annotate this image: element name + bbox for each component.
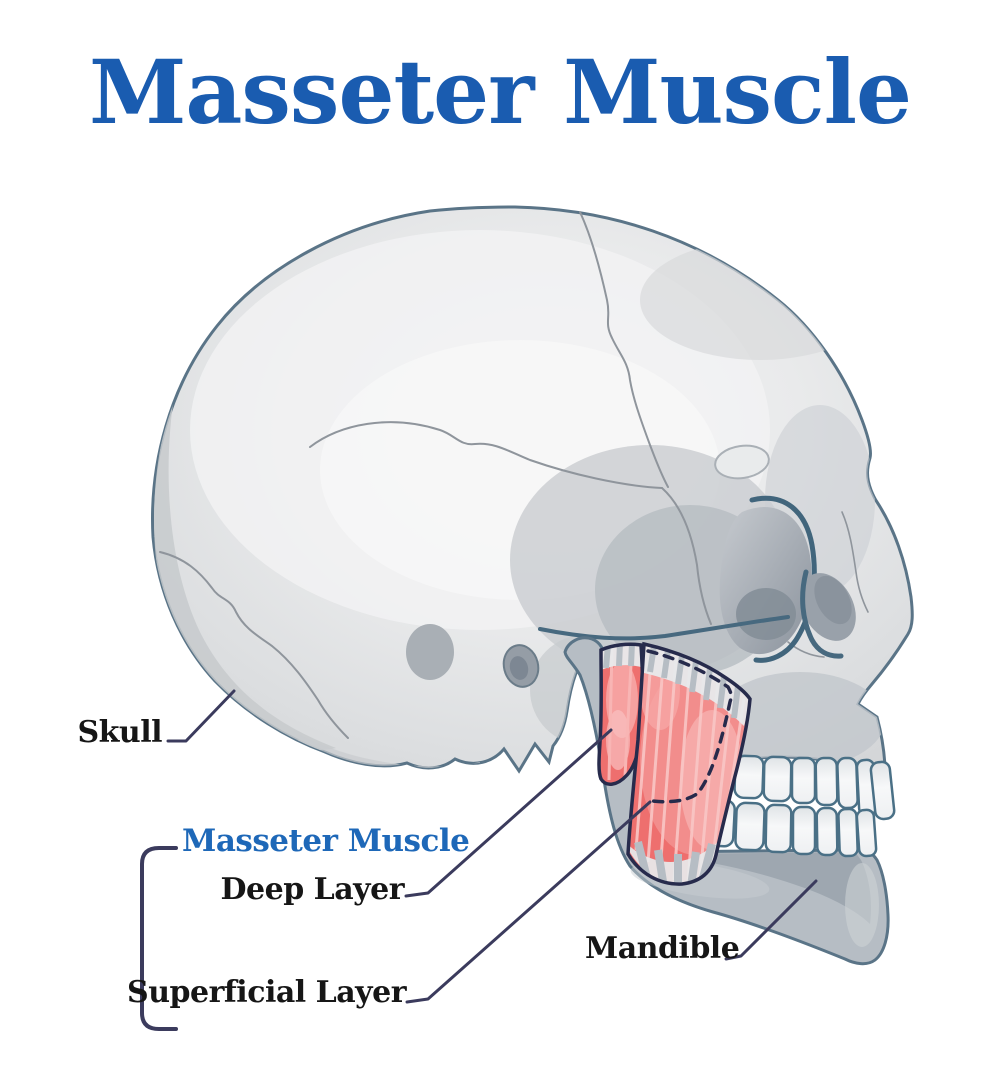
- deep-layer-dashed-outline: [646, 649, 733, 804]
- mandible-label: Mandible: [585, 931, 740, 966]
- masseter-superficial-layer: [626, 642, 752, 886]
- nasal-aperture: [800, 569, 856, 659]
- superficial-layer-leader-line: [405, 800, 652, 1004]
- skull-label: Skull: [77, 715, 162, 750]
- leader-lines: [166, 689, 818, 1004]
- zygomatic-arch: [538, 615, 790, 641]
- temporal-line-dimple: [714, 444, 770, 480]
- ear-canal: [502, 644, 540, 688]
- lower-teeth: [702, 798, 878, 858]
- chin-highlight: [845, 863, 879, 947]
- page-title: Masseter Muscle: [88, 40, 912, 144]
- cranium: [151, 205, 914, 773]
- deep-layer-label: Deep Layer: [220, 872, 405, 907]
- suture-lines: [159, 211, 869, 739]
- upper-teeth: [733, 754, 896, 821]
- deep-layer-leader-line: [404, 728, 613, 898]
- mandible-shading: [660, 852, 871, 924]
- masseter-muscle-label: Masseter Muscle: [182, 823, 470, 859]
- masseter-group-bracket: [140, 846, 178, 1031]
- mandible-leader-line: [724, 879, 818, 961]
- superficial-layer-label: Superficial Layer: [127, 975, 406, 1010]
- masseter-deep-layer: [597, 642, 645, 786]
- skull-leader-line: [166, 689, 236, 743]
